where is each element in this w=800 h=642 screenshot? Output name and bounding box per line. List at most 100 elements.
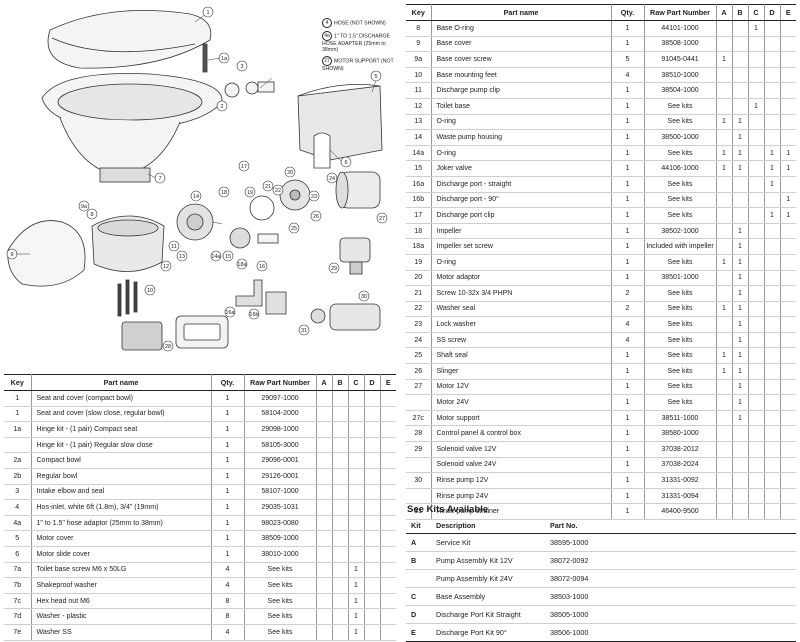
cell-b <box>732 457 749 474</box>
cell-key: 25 <box>406 347 432 365</box>
svg-text:17: 17 <box>241 164 247 170</box>
cell-qty: 4 <box>211 562 245 579</box>
cell-raw: 38508-1000 <box>644 36 717 53</box>
cell-e <box>380 421 396 438</box>
callout-18a: 18a <box>236 258 248 270</box>
cell-b: 1 <box>732 114 749 131</box>
cell-c <box>748 67 765 84</box>
cell-c: 1 <box>348 593 365 610</box>
cell-b <box>332 468 349 485</box>
cell-qty: 5 <box>611 51 645 68</box>
cell-raw: 37038-2012 <box>644 441 717 458</box>
column-header-b: B <box>732 4 749 21</box>
cell-d <box>764 425 781 443</box>
cell-key: 30 <box>406 472 432 489</box>
cell-d <box>364 484 381 501</box>
cell-key: 23 <box>406 316 432 333</box>
svg-text:28: 28 <box>165 344 171 350</box>
column-header-b: B <box>332 374 349 391</box>
cell-qty: 1 <box>611 160 645 177</box>
cell-b <box>732 441 749 458</box>
kit-cell-kit <box>406 569 431 588</box>
cell-d: 1 <box>764 176 781 193</box>
cell-c <box>348 421 365 438</box>
cell-b <box>732 67 749 84</box>
callout-29: 29 <box>328 262 340 274</box>
callout-5: 5 <box>370 70 382 82</box>
kit-cell-desc: Pump Assembly Kit 12V <box>431 551 545 570</box>
callout-9: 9 <box>6 248 18 260</box>
cell-part: Hos-inlet, white 6ft (1.8m), 3/4" (19mm) <box>31 499 212 516</box>
svg-text:13: 13 <box>179 254 185 260</box>
cell-b: 1 <box>732 254 749 271</box>
callout-10: 10 <box>144 284 156 296</box>
cell-key <box>406 394 432 411</box>
cell-b <box>332 608 349 625</box>
cell-b <box>332 452 349 469</box>
svg-text:20: 20 <box>287 170 293 176</box>
cell-raw: See kits <box>244 577 317 594</box>
cell-b <box>732 192 749 209</box>
cell-key: 7a <box>4 562 32 579</box>
callout-30: 30 <box>358 290 370 302</box>
cell-d <box>764 363 781 380</box>
cell-e <box>780 129 796 146</box>
cell-raw: 31331-0092 <box>644 472 717 489</box>
cell-a <box>316 624 333 641</box>
cell-a <box>716 410 733 427</box>
cell-raw: 38511-1000 <box>644 410 717 427</box>
cell-e <box>380 608 396 625</box>
cell-a <box>716 36 733 53</box>
cell-part: SS screw <box>431 332 612 349</box>
cell-c <box>748 160 765 177</box>
cell-d <box>364 437 381 454</box>
column-header-a: A <box>316 374 333 391</box>
cell-qty: 4 <box>611 332 645 349</box>
cell-e <box>780 332 796 349</box>
cell-d <box>764 472 781 489</box>
cell-key: 7e <box>4 624 32 641</box>
cell-a <box>716 457 733 474</box>
cell-raw: 91045-0441 <box>644 51 717 68</box>
cell-d <box>764 20 781 37</box>
cell-raw: 38510-1000 <box>644 67 717 84</box>
cell-key: 18a <box>406 238 432 255</box>
cell-part: Hinge kit - (1 pair) Compact seat <box>31 421 212 438</box>
cell-b: 1 <box>732 301 749 318</box>
cell-e <box>380 437 396 454</box>
callout-23: 23 <box>308 190 320 202</box>
cell-e <box>780 379 796 396</box>
cell-a <box>316 437 333 454</box>
svg-text:24: 24 <box>329 176 335 182</box>
cell-c <box>748 410 765 427</box>
cell-key <box>406 488 432 505</box>
cell-a <box>716 285 733 302</box>
cell-qty: 1 <box>211 421 245 438</box>
cell-part: Waste pump housing <box>431 129 612 146</box>
cell-a <box>316 406 333 423</box>
cell-e <box>780 425 796 443</box>
cell-part: Impeller set screw <box>431 238 612 255</box>
cell-qty: 1 <box>611 410 645 427</box>
kits-header-part: Part No. <box>545 518 796 534</box>
cell-e <box>780 254 796 271</box>
cell-raw: See kits <box>244 608 317 625</box>
cell-key: 2b <box>4 468 32 485</box>
cell-d <box>364 608 381 625</box>
column-header-d: D <box>364 374 381 391</box>
cell-c <box>348 546 365 563</box>
kit-cell-part: 38505-1000 <box>545 605 796 624</box>
cell-c <box>748 51 765 68</box>
cell-qty: 4 <box>611 67 645 84</box>
